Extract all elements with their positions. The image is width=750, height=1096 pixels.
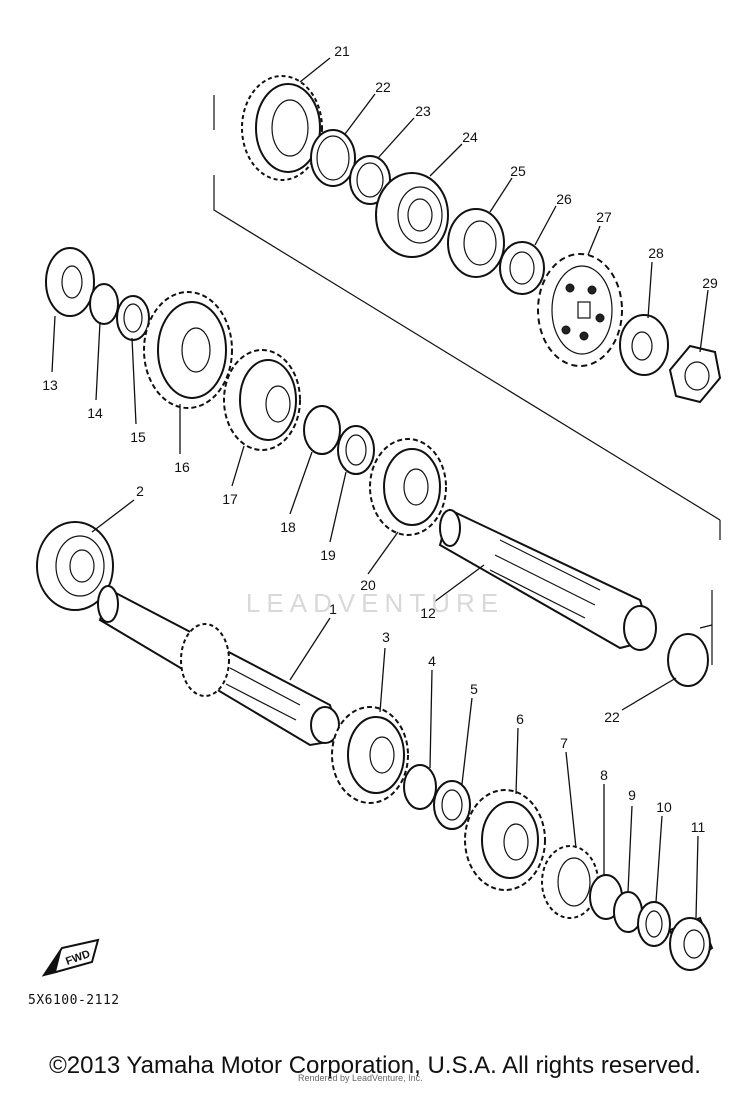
label-16: 16 <box>174 459 190 475</box>
upper-assembly-bracket <box>213 95 721 540</box>
leader-lines <box>51 57 709 919</box>
label-10: 10 <box>656 799 672 815</box>
label-19: 19 <box>320 547 336 563</box>
part-4-circlip[interactable] <box>403 764 437 810</box>
copyright-text: ©2013 Yamaha Motor Corporation, U.S.A. A… <box>49 1052 701 1079</box>
part-29-nut[interactable] <box>668 344 722 404</box>
label-7: 7 <box>560 735 568 751</box>
part-5-washer[interactable] <box>433 780 471 830</box>
part-3-gear[interactable] <box>331 706 409 804</box>
label-1: 1 <box>329 601 337 617</box>
part-18-circlip[interactable] <box>303 405 341 455</box>
label-24: 24 <box>462 129 478 145</box>
part-14-circlip[interactable] <box>89 283 119 325</box>
label-3: 3 <box>382 629 390 645</box>
part-12-drive-axle[interactable] <box>438 508 657 651</box>
part-10-washer[interactable] <box>637 901 671 947</box>
label-14: 14 <box>87 405 103 421</box>
label-15: 15 <box>130 429 146 445</box>
label-12: 12 <box>420 605 436 621</box>
part-22-circlip[interactable] <box>310 129 356 187</box>
label-17: 17 <box>222 491 238 507</box>
part-1-main-axle[interactable] <box>97 585 342 747</box>
part-19-washer[interactable] <box>337 425 375 475</box>
rendered-by-note: Rendered by LeadVenture, Inc. <box>298 1073 423 1083</box>
part-16-gear[interactable] <box>143 291 233 409</box>
label-9: 9 <box>628 787 636 803</box>
label-25: 25 <box>510 163 526 179</box>
part-7-gear[interactable] <box>541 845 599 919</box>
drawing-code: 5X6100-2112 <box>28 993 120 1008</box>
part-11-bearing[interactable] <box>668 916 714 971</box>
label-6: 6 <box>516 711 524 727</box>
label-8: 8 <box>600 767 608 783</box>
label-23: 23 <box>415 103 431 119</box>
label-11: 11 <box>691 819 706 835</box>
label-4: 4 <box>428 653 436 669</box>
label-18: 18 <box>280 519 296 535</box>
label-27: 27 <box>596 209 612 225</box>
part-6-gear[interactable] <box>464 789 546 891</box>
part-23-washer[interactable] <box>349 155 391 205</box>
label-5: 5 <box>470 681 478 697</box>
label-2: 2 <box>136 483 144 499</box>
label-20: 20 <box>360 577 376 593</box>
fwd-arrow-icon: FWD <box>41 938 100 977</box>
label-28: 28 <box>648 245 664 261</box>
part-24-bearing[interactable] <box>375 172 449 258</box>
part-number-labels: 21 22 23 24 25 26 27 28 29 13 14 15 16 1… <box>42 43 718 835</box>
label-22: 22 <box>375 79 391 95</box>
part-22-circlip-lower[interactable] <box>667 633 709 687</box>
part-15-washer[interactable] <box>116 295 150 341</box>
part-26-collar[interactable] <box>499 241 545 295</box>
label-21: 21 <box>334 43 350 59</box>
watermark-text: LEADVENTURE <box>245 588 505 618</box>
label-26: 26 <box>556 191 572 207</box>
part-25-oil-seal[interactable] <box>447 208 505 278</box>
part-28-lock-washer[interactable] <box>619 314 669 376</box>
part-27-sprocket[interactable] <box>537 253 623 367</box>
label-22-lower: 22 <box>604 709 620 725</box>
part-20-gear[interactable] <box>369 438 447 536</box>
part-2-bearing[interactable] <box>36 521 114 611</box>
label-13: 13 <box>42 377 58 393</box>
upper-right-bracket <box>699 590 713 665</box>
part-21-gear[interactable] <box>241 75 323 181</box>
label-29: 29 <box>702 275 718 291</box>
part-13-bearing[interactable] <box>45 247 95 317</box>
part-17-gear[interactable] <box>223 349 301 451</box>
